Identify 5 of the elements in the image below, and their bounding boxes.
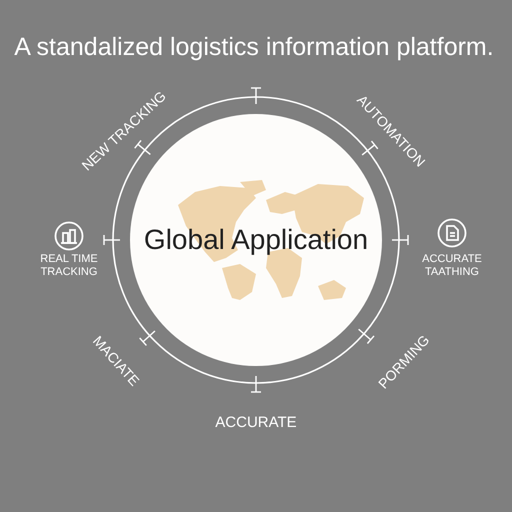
feature-label: REAL TIME TRACKING: [39, 252, 99, 280]
feature-label: ACCURATE: [215, 414, 297, 432]
feature-label: ACCURATE TAATHING: [421, 252, 483, 280]
diagram-title: A standalized logistics information platform.: [14, 33, 494, 62]
circle-label: Global Application: [144, 224, 368, 256]
